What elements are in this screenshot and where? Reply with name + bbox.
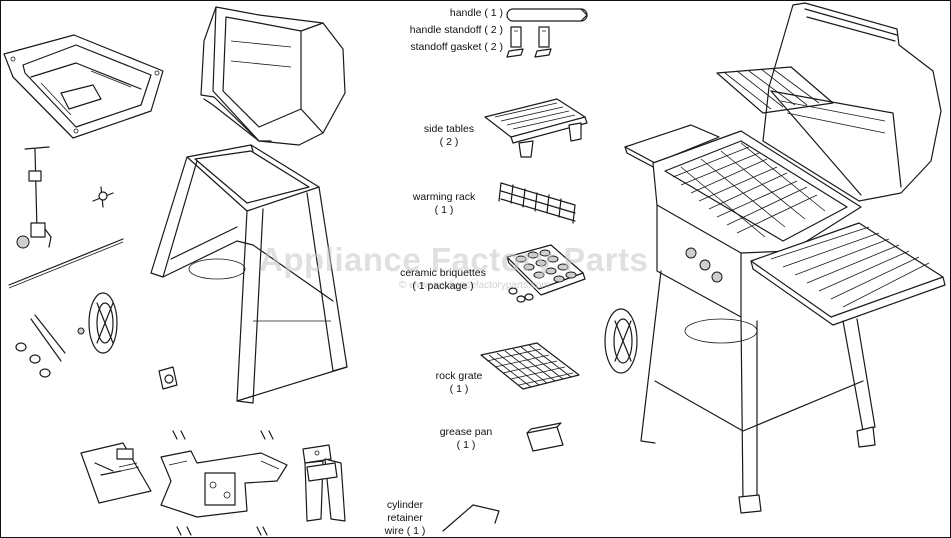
bracket-drawing [302,444,346,522]
hardware-pack-drawing [80,442,152,504]
label-cylinder-retainer-wire: cylinder retainer wire ( 1 ) [384,499,426,537]
burner-drawing [160,430,288,536]
label-side-tables: side tables ( 2 ) [423,123,475,148]
ceramic-briquettes-drawing [506,244,586,303]
grease-pan-drawing [526,422,564,452]
warming-rack-drawing [498,182,576,224]
watermark-brand: Appliance Factory Parts [259,241,649,278]
grill-bottom-firebox-drawing [3,34,164,139]
retainer-wire-drawing [442,504,500,532]
label-handle-standoff: handle standoff ( 2 ) [409,24,503,36]
watermark-copyright: © www.appliancefactoryparts.com [399,280,550,291]
label-handle: handle ( 1 ) [449,7,503,19]
label-standoff-gasket: standoff gasket ( 2 ) [410,41,503,53]
side-table-drawing [484,98,588,158]
label-warming-rack: warming rack ( 1 ) [412,191,476,216]
label-ceramic-briquettes: ceramic briquettes ( 1 package ) [400,267,486,292]
wheel-drawing [15,292,178,390]
label-rock-grate: rock grate ( 1 ) [435,370,483,395]
handle-drawing [506,8,588,58]
assembled-grill-drawing [604,2,946,514]
cart-frame-drawing [150,144,348,404]
rock-grate-drawing [480,342,580,390]
label-grease-pan: grease pan ( 1 ) [439,426,493,451]
grill-lid-drawing [200,6,346,146]
valve-regulator-drawing [8,146,124,289]
